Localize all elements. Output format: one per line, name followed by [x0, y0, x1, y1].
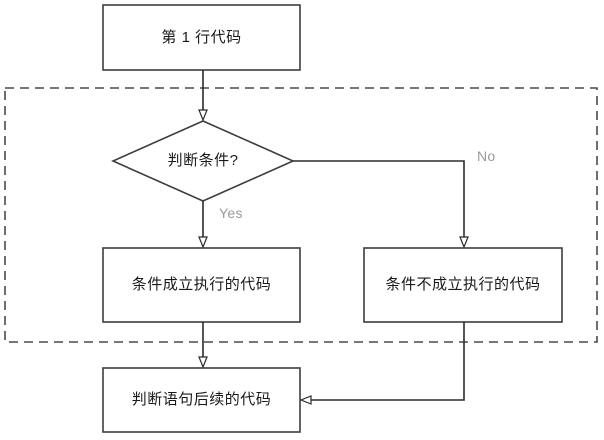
node-after-statement[interactable]: [102, 367, 301, 433]
edge-label-no: No: [477, 148, 496, 164]
node-true-branch[interactable]: [102, 247, 301, 323]
edge-false-branch-to-after: [302, 322, 465, 400]
conditional-block-region: [4, 87, 598, 343]
node-condition[interactable]: [111, 120, 295, 202]
node-false-branch[interactable]: [363, 247, 563, 323]
edge-condition-to-false-branch: [293, 160, 464, 246]
edge-label-yes: Yes: [219, 205, 243, 221]
node-first-line[interactable]: [102, 4, 301, 71]
